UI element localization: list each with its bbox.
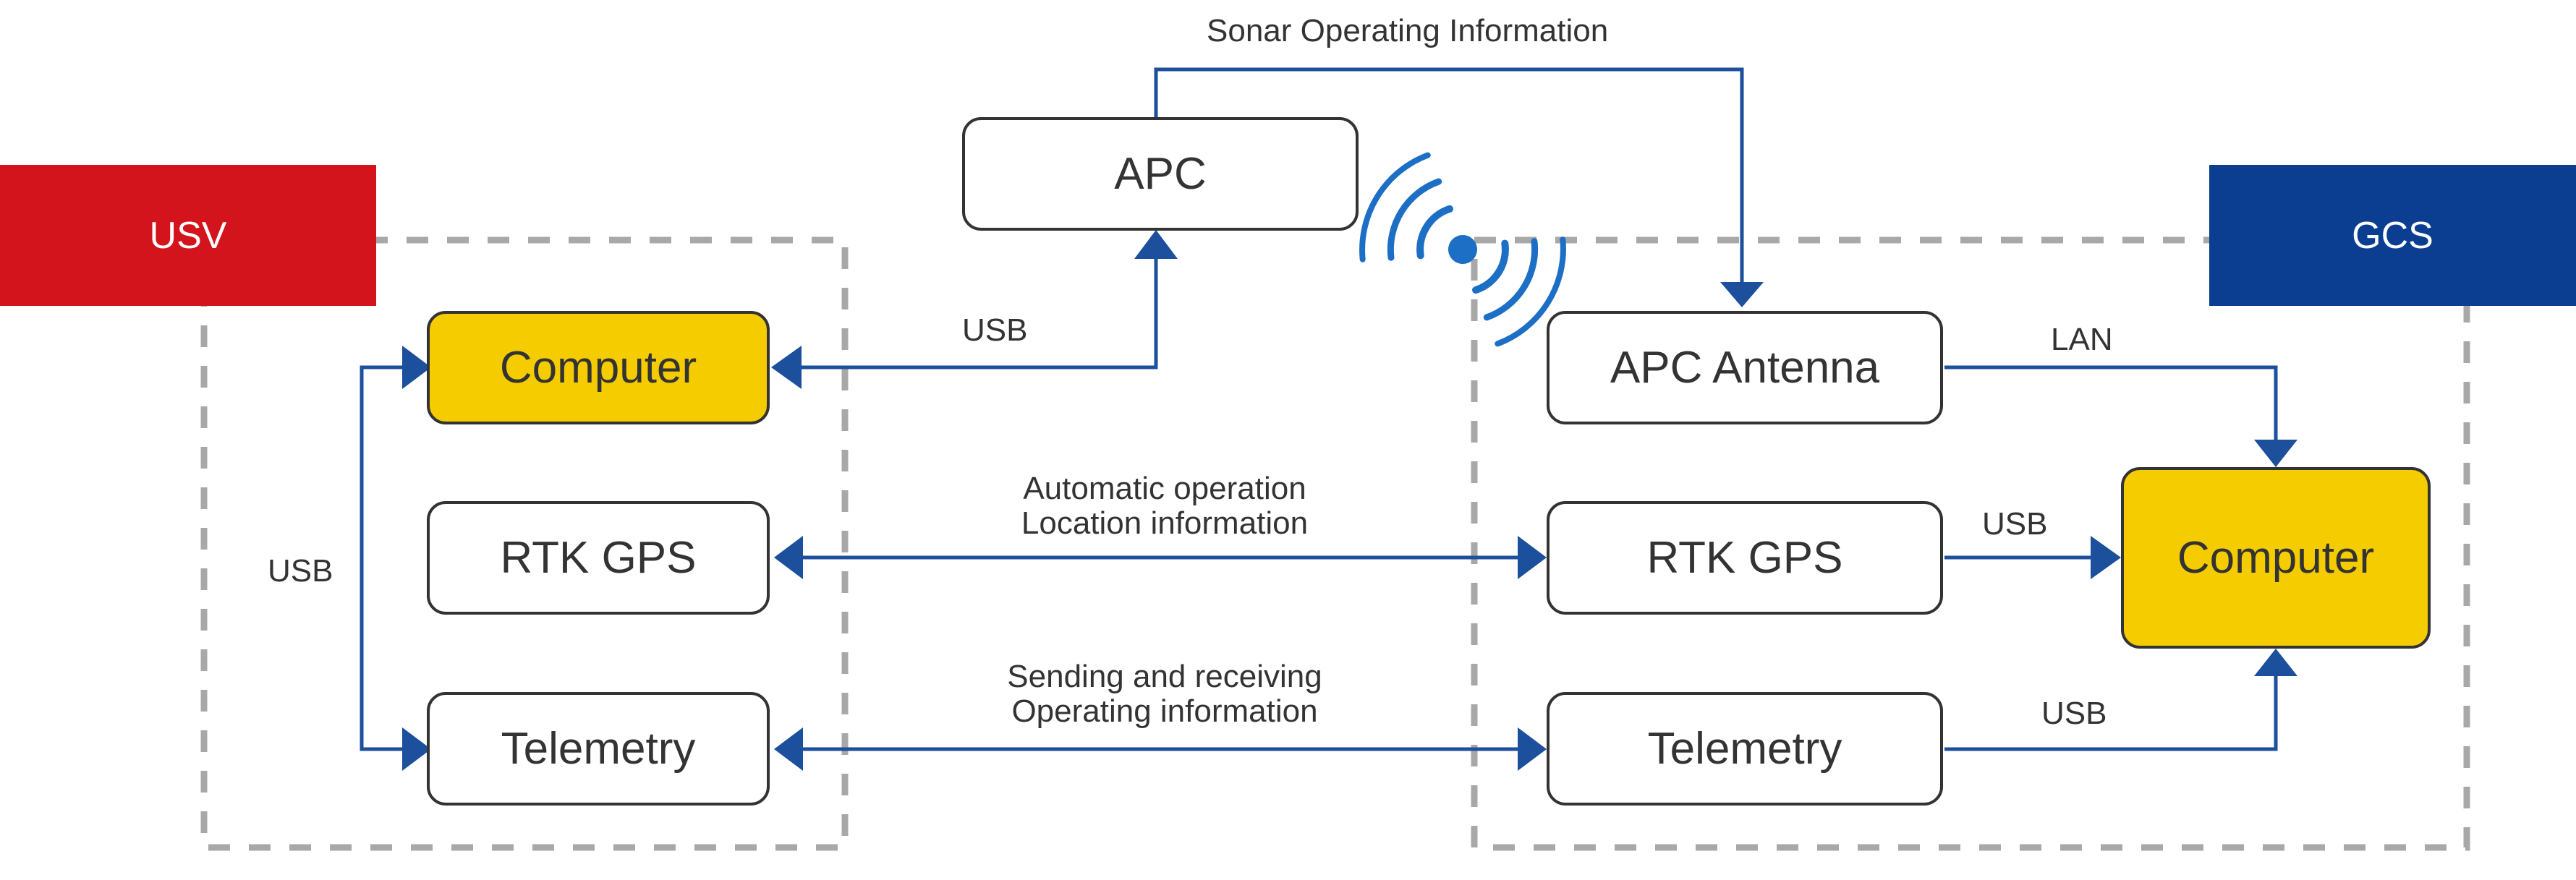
rtk-gps-link-right-arrowhead bbox=[1518, 536, 1547, 579]
telemetry-link-label-line2: Operating information bbox=[1011, 693, 1318, 729]
usv-usb-bracket bbox=[360, 365, 427, 751]
lan-label: LAN bbox=[2051, 322, 2113, 357]
usv-computer-node: Computer bbox=[427, 311, 770, 424]
sonar-info-arrowhead bbox=[1720, 282, 1764, 307]
usb-usv-side-label: USB bbox=[268, 553, 333, 589]
sonar-info-connector bbox=[1154, 67, 1744, 299]
usv-bracket-bottom-arrowhead bbox=[402, 727, 431, 771]
usb-gcs-telemetry-label: USB bbox=[2041, 696, 2107, 731]
telemetry-link-label: Sending and receiving Operating informat… bbox=[933, 659, 1396, 729]
gps-link-label-line2: Location information bbox=[1021, 505, 1309, 541]
usv-computer-apc-connector bbox=[780, 240, 1158, 369]
telemetry-link-label-line1: Sending and receiving bbox=[1007, 659, 1322, 694]
gcs-rtk-gps-node: RTK GPS bbox=[1547, 501, 1943, 615]
telemetry-link-left-arrowhead bbox=[774, 727, 803, 771]
apc-node: APC bbox=[962, 117, 1359, 231]
lan-connector bbox=[1944, 365, 2278, 454]
lan-arrowhead bbox=[2254, 440, 2297, 467]
apc-antenna-node: APC Antenna bbox=[1547, 311, 1943, 424]
usb-apc-label: USB bbox=[962, 312, 1028, 348]
rtk-gps-link-left-arrowhead bbox=[774, 536, 803, 579]
gcs-computer-node: Computer bbox=[2121, 467, 2431, 649]
usv-bracket-top-arrowhead bbox=[402, 346, 431, 389]
usv-tag: USV bbox=[0, 165, 376, 306]
apc-arrowhead bbox=[1134, 230, 1178, 259]
gcs-region-border bbox=[1471, 236, 2470, 851]
gcs-tag: GCS bbox=[2209, 165, 2576, 306]
usb-gcs-gps-label: USB bbox=[1982, 506, 2048, 542]
usv-rtk-gps-node: RTK GPS bbox=[427, 501, 770, 615]
sonar-info-label: Sonar Operating Information bbox=[1207, 13, 1609, 48]
gcs-telemetry-usb-connector bbox=[1944, 662, 2278, 751]
gps-link-label-line1: Automatic operation bbox=[1023, 471, 1306, 506]
usv-region-border bbox=[200, 236, 849, 851]
telemetry-link-right-arrowhead bbox=[1518, 727, 1547, 771]
wireless-signal-icon bbox=[1359, 152, 1566, 347]
usv-telemetry-node: Telemetry bbox=[427, 692, 770, 806]
gcs-telemetry-usb-arrowhead bbox=[2254, 649, 2297, 676]
usv-computer-arrowhead bbox=[771, 346, 802, 389]
gcs-gps-usb-arrowhead bbox=[2091, 536, 2121, 579]
gcs-telemetry-node: Telemetry bbox=[1547, 692, 1943, 806]
gps-link-label: Automatic operation Location information bbox=[948, 471, 1382, 541]
